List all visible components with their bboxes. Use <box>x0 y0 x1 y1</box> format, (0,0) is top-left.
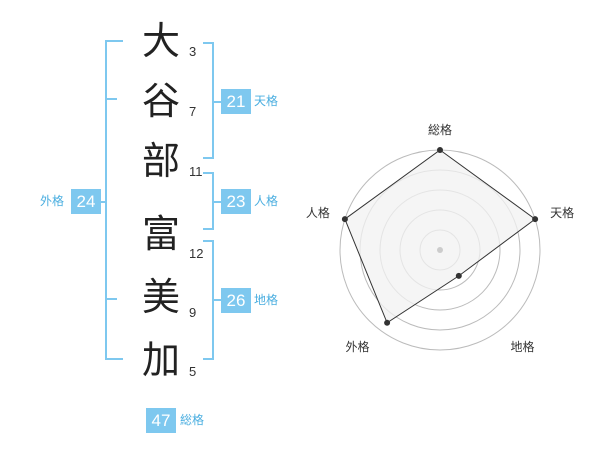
jinkaku-bracket-connector <box>212 201 221 203</box>
radar-data-polygon <box>344 149 536 324</box>
gaikaku-bracket-tick-2 <box>105 298 117 300</box>
jinkaku-value: 23 <box>221 189 251 214</box>
jinkaku-bracket-top <box>203 172 214 174</box>
stroke-count-3: 11 <box>189 164 203 179</box>
name-char-2: 谷 <box>141 79 180 123</box>
name-char-1: 大 <box>141 19 180 63</box>
tenkaku-value: 21 <box>221 89 251 114</box>
radar-point-3 <box>455 272 462 279</box>
radar-point-1 <box>437 147 443 153</box>
stroke-count-1: 3 <box>189 44 197 59</box>
chikaku-bracket-bottom <box>203 358 214 360</box>
tenkaku-label: 天格 <box>254 94 279 108</box>
chikaku-value: 26 <box>221 288 251 313</box>
name-char-5: 美 <box>141 275 180 319</box>
stroke-count-2: 7 <box>189 104 197 119</box>
radar-point-2 <box>532 216 539 223</box>
radar-center-dot <box>437 247 443 253</box>
radar-point-5 <box>341 216 348 223</box>
gaikaku-bracket-connector <box>98 201 105 203</box>
name-char-4: 富 <box>141 212 180 256</box>
tenkaku-bracket-bottom <box>203 157 214 159</box>
name-char-3: 部 <box>141 139 180 183</box>
radar-axis-label-1: 総格 <box>428 122 452 137</box>
radar-axis-label-2: 天格 <box>550 205 574 220</box>
chikaku-bracket-connector <box>212 299 221 301</box>
chikaku-bracket-top <box>203 240 214 242</box>
gaikaku-bracket-top <box>105 40 123 42</box>
tenkaku-bracket-connector <box>212 101 221 103</box>
soukaku-value: 47 <box>146 408 176 433</box>
chikaku-label: 地格 <box>254 293 279 307</box>
tenkaku-bracket-top <box>203 42 214 44</box>
jinkaku-bracket-bottom <box>203 228 214 230</box>
jinkaku-label: 人格 <box>254 194 279 208</box>
gaikaku-bracket-tick-1 <box>105 98 117 100</box>
tenkaku-bracket-vertical <box>212 42 214 159</box>
name-char-6: 加 <box>141 338 180 382</box>
gaikaku-bracket-bottom <box>105 358 123 360</box>
stroke-count-4: 12 <box>189 246 204 261</box>
gaikaku-value: 24 <box>71 189 101 214</box>
soukaku-label: 総格 <box>180 413 205 427</box>
radar-axis-label-4: 外格 <box>345 339 369 354</box>
gaikaku-bracket-vertical <box>105 40 107 360</box>
gaikaku-label: 外格 <box>40 194 65 208</box>
radar-point-4 <box>384 319 391 326</box>
stroke-count-6: 5 <box>189 364 197 379</box>
radar-axis-label-3: 地格 <box>511 339 535 354</box>
radar-axis-label-5: 人格 <box>306 205 330 220</box>
stroke-count-5: 9 <box>189 305 197 320</box>
